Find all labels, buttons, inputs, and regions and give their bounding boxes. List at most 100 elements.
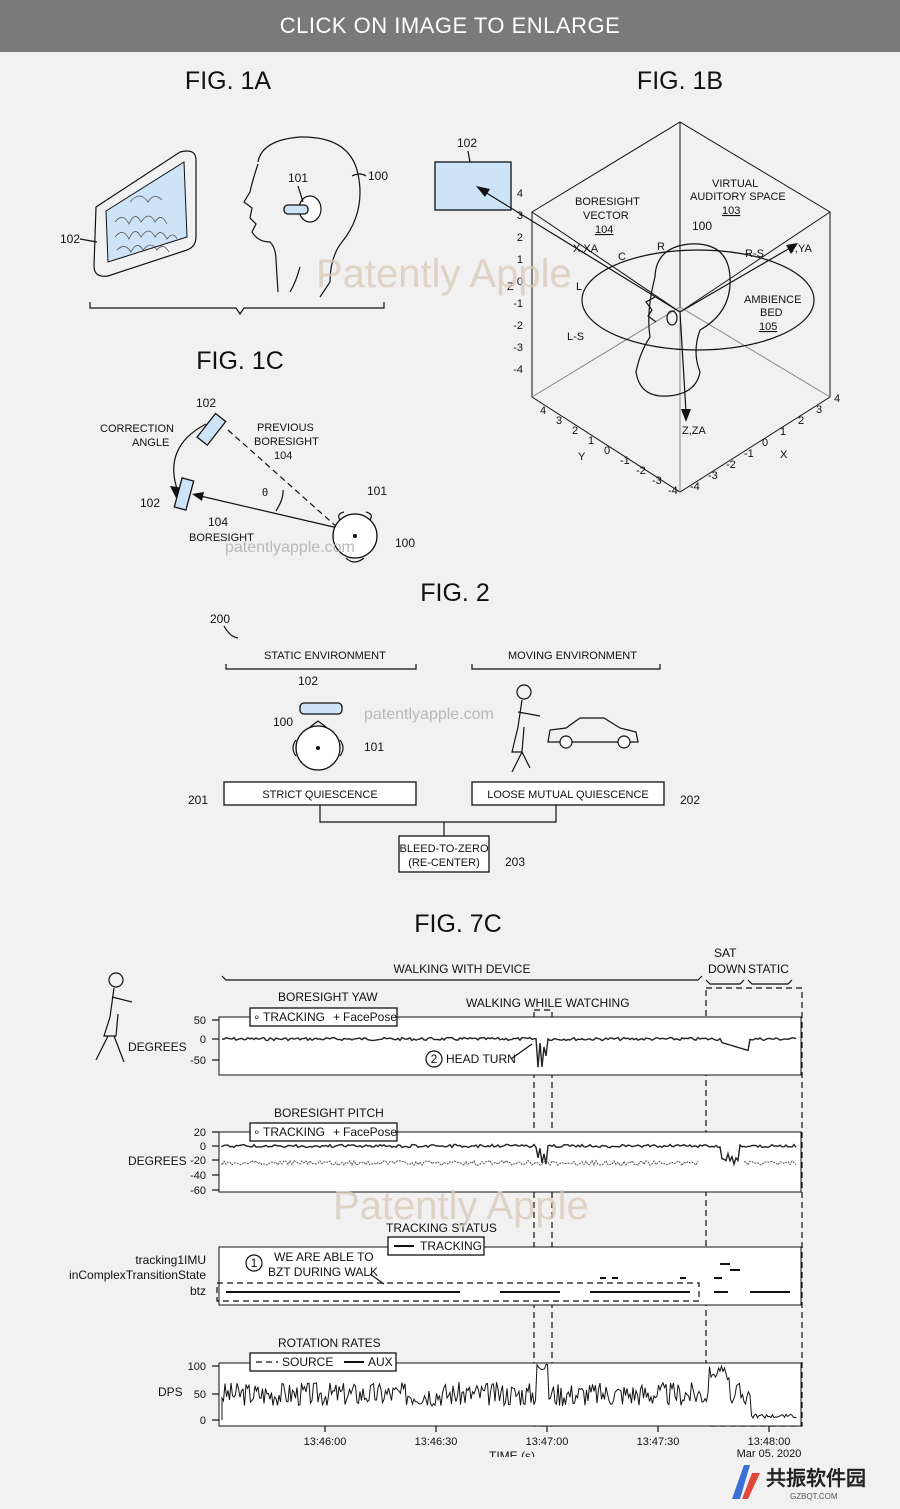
site-logo[interactable]: 共振软件园 GZBQT.COM: [726, 1459, 886, 1503]
ref-100-1c: 100: [395, 536, 415, 550]
pitch-ylabel: DEGREES: [128, 1154, 187, 1168]
channel-c: C: [618, 251, 626, 263]
x-tick: 4: [834, 393, 840, 405]
yaw-panel: [218, 1016, 802, 1076]
bleed-to-zero-box: [398, 835, 490, 873]
ref-201: 201: [188, 793, 208, 807]
yaw-ylabel: DEGREES: [128, 1040, 187, 1054]
yaw-trace: [221, 1036, 797, 1068]
ambience-bed-ref: 105: [759, 321, 777, 333]
virtual-space-ref: 103: [722, 205, 740, 217]
tablet-device: [93, 150, 197, 277]
x-tick: -2: [726, 459, 736, 471]
fig-1c: FIG. 1C CORRECTION ANGLE 102 102 PREVIOU…: [100, 347, 415, 563]
yaw-legend-tracking: TRACKING: [263, 1010, 325, 1024]
rotation-panel: [218, 1362, 802, 1427]
ambience-bed-l2: BED: [760, 307, 783, 319]
fig-1a-title: FIG. 1A: [185, 67, 271, 95]
boresight-ref-104: 104: [208, 515, 228, 529]
status-bars: [226, 1263, 790, 1293]
previous-device: [196, 412, 227, 447]
x-tick: 3: [816, 404, 822, 416]
previous-boresight-l1: PREVIOUS: [257, 422, 314, 434]
pitch-tick-0: 0: [200, 1141, 206, 1153]
date-label: Mar 05, 2020: [737, 1448, 802, 1457]
ref-101-1a: 101: [288, 171, 308, 185]
rot-ylabel: DPS: [158, 1385, 183, 1399]
z-tick: 4: [517, 188, 523, 200]
channel-rs: R-S: [745, 248, 764, 260]
head-turn-marker: [425, 1050, 443, 1068]
patent-figure-sheet[interactable]: FIG. 1A 102 101 100 FI: [0, 52, 900, 1457]
yaw-axis-ticks: [212, 1019, 219, 1061]
status-title: TRACKING STATUS: [386, 1221, 497, 1235]
rot-title: ROTATION RATES: [278, 1336, 381, 1350]
pitch-trace: [221, 1143, 797, 1167]
xtick-5: 13:48:00: [748, 1436, 791, 1448]
pitch-tick-neg20: -20: [190, 1155, 206, 1167]
boresight-vector-l2: VECTOR: [583, 210, 629, 222]
rot-tick-100: 100: [188, 1361, 206, 1373]
3d-axes-cube: [531, 121, 831, 493]
car-icon: [547, 717, 639, 749]
device-fig2: [299, 702, 343, 715]
xtick-3: 13:47:00: [526, 1436, 569, 1448]
xtick-1: 13:46:00: [304, 1436, 347, 1448]
y-tick: 4: [540, 405, 546, 417]
xtick-2: 13:46:30: [415, 1436, 458, 1448]
pitch-legend-tracking: TRACKING: [263, 1125, 325, 1139]
pitch-tracking-line: [221, 1143, 797, 1167]
logo-name: 共振软件园: [766, 1466, 866, 1490]
x-axis-letter: X: [780, 449, 788, 461]
axis-y-label: Y,YA: [789, 243, 812, 255]
loose-quiescence-box: [471, 781, 665, 806]
yaw-legend-facepose: FacePose: [343, 1010, 397, 1024]
yaw-line: [221, 1036, 797, 1068]
axis-z-label: Z,ZA: [682, 425, 706, 437]
bzt-l2: BZT DURING WALK: [268, 1265, 378, 1279]
ambience-bed-l1: AMBIENCE: [744, 294, 801, 306]
row-incomplex: inComplexTransitionState: [69, 1268, 206, 1282]
z-tick: 1: [517, 254, 523, 266]
rot-tick-0: 0: [200, 1415, 206, 1427]
z-tick: -1: [513, 298, 523, 310]
rotation-trace: [221, 1363, 797, 1420]
yaw-title: BORESIGHT YAW: [278, 990, 378, 1004]
channel-l: L: [576, 281, 582, 293]
rot-tick-50: 50: [194, 1389, 206, 1401]
yaw-tick-0: 0: [200, 1034, 206, 1046]
pitch-tick-20: 20: [194, 1127, 206, 1139]
y-tick: 0: [604, 445, 610, 457]
rot-axis-ticks: [212, 1365, 219, 1421]
pitch-legend-marker-tracking: ∘: [253, 1125, 261, 1139]
enlarge-banner[interactable]: CLICK ON IMAGE TO ENLARGE: [0, 0, 900, 52]
status-legend: [387, 1236, 485, 1256]
x-tick: 2: [798, 415, 804, 427]
axis-vectors: [476, 186, 798, 422]
pitch-legend: [249, 1122, 398, 1142]
status-panel: [218, 1246, 802, 1306]
ref-200: 200: [210, 612, 230, 626]
earbud: [283, 195, 322, 223]
device-102-1b: [434, 161, 512, 211]
x-tick: -1: [744, 448, 754, 460]
axis-z-short: Z: [507, 281, 514, 293]
correction-angle-l1: CORRECTION: [100, 423, 174, 435]
pitch-legend-marker-facepose: +: [333, 1125, 340, 1139]
sat-down-l2: DOWN: [708, 962, 746, 976]
rot-legend-aux: AUX: [368, 1355, 393, 1369]
listener-head-1b: [635, 243, 731, 397]
channel-r: R: [657, 241, 665, 253]
yaw-legend-marker-tracking: ∘: [253, 1010, 261, 1024]
pitch-axis-ticks: [212, 1131, 219, 1191]
fig-1b-title: FIG. 1B: [637, 67, 723, 95]
time-axis-ticks: [324, 1426, 770, 1432]
pitch-tick-neg40: -40: [190, 1170, 206, 1182]
boresight-vector-ref: 104: [595, 224, 613, 236]
xtick-4: 13:47:30: [637, 1436, 680, 1448]
z-tick: 2: [517, 232, 523, 244]
bzt-number: 1: [251, 1256, 258, 1270]
yaw-tick-50: 50: [194, 1015, 206, 1027]
yaw-legend: [249, 1007, 398, 1027]
